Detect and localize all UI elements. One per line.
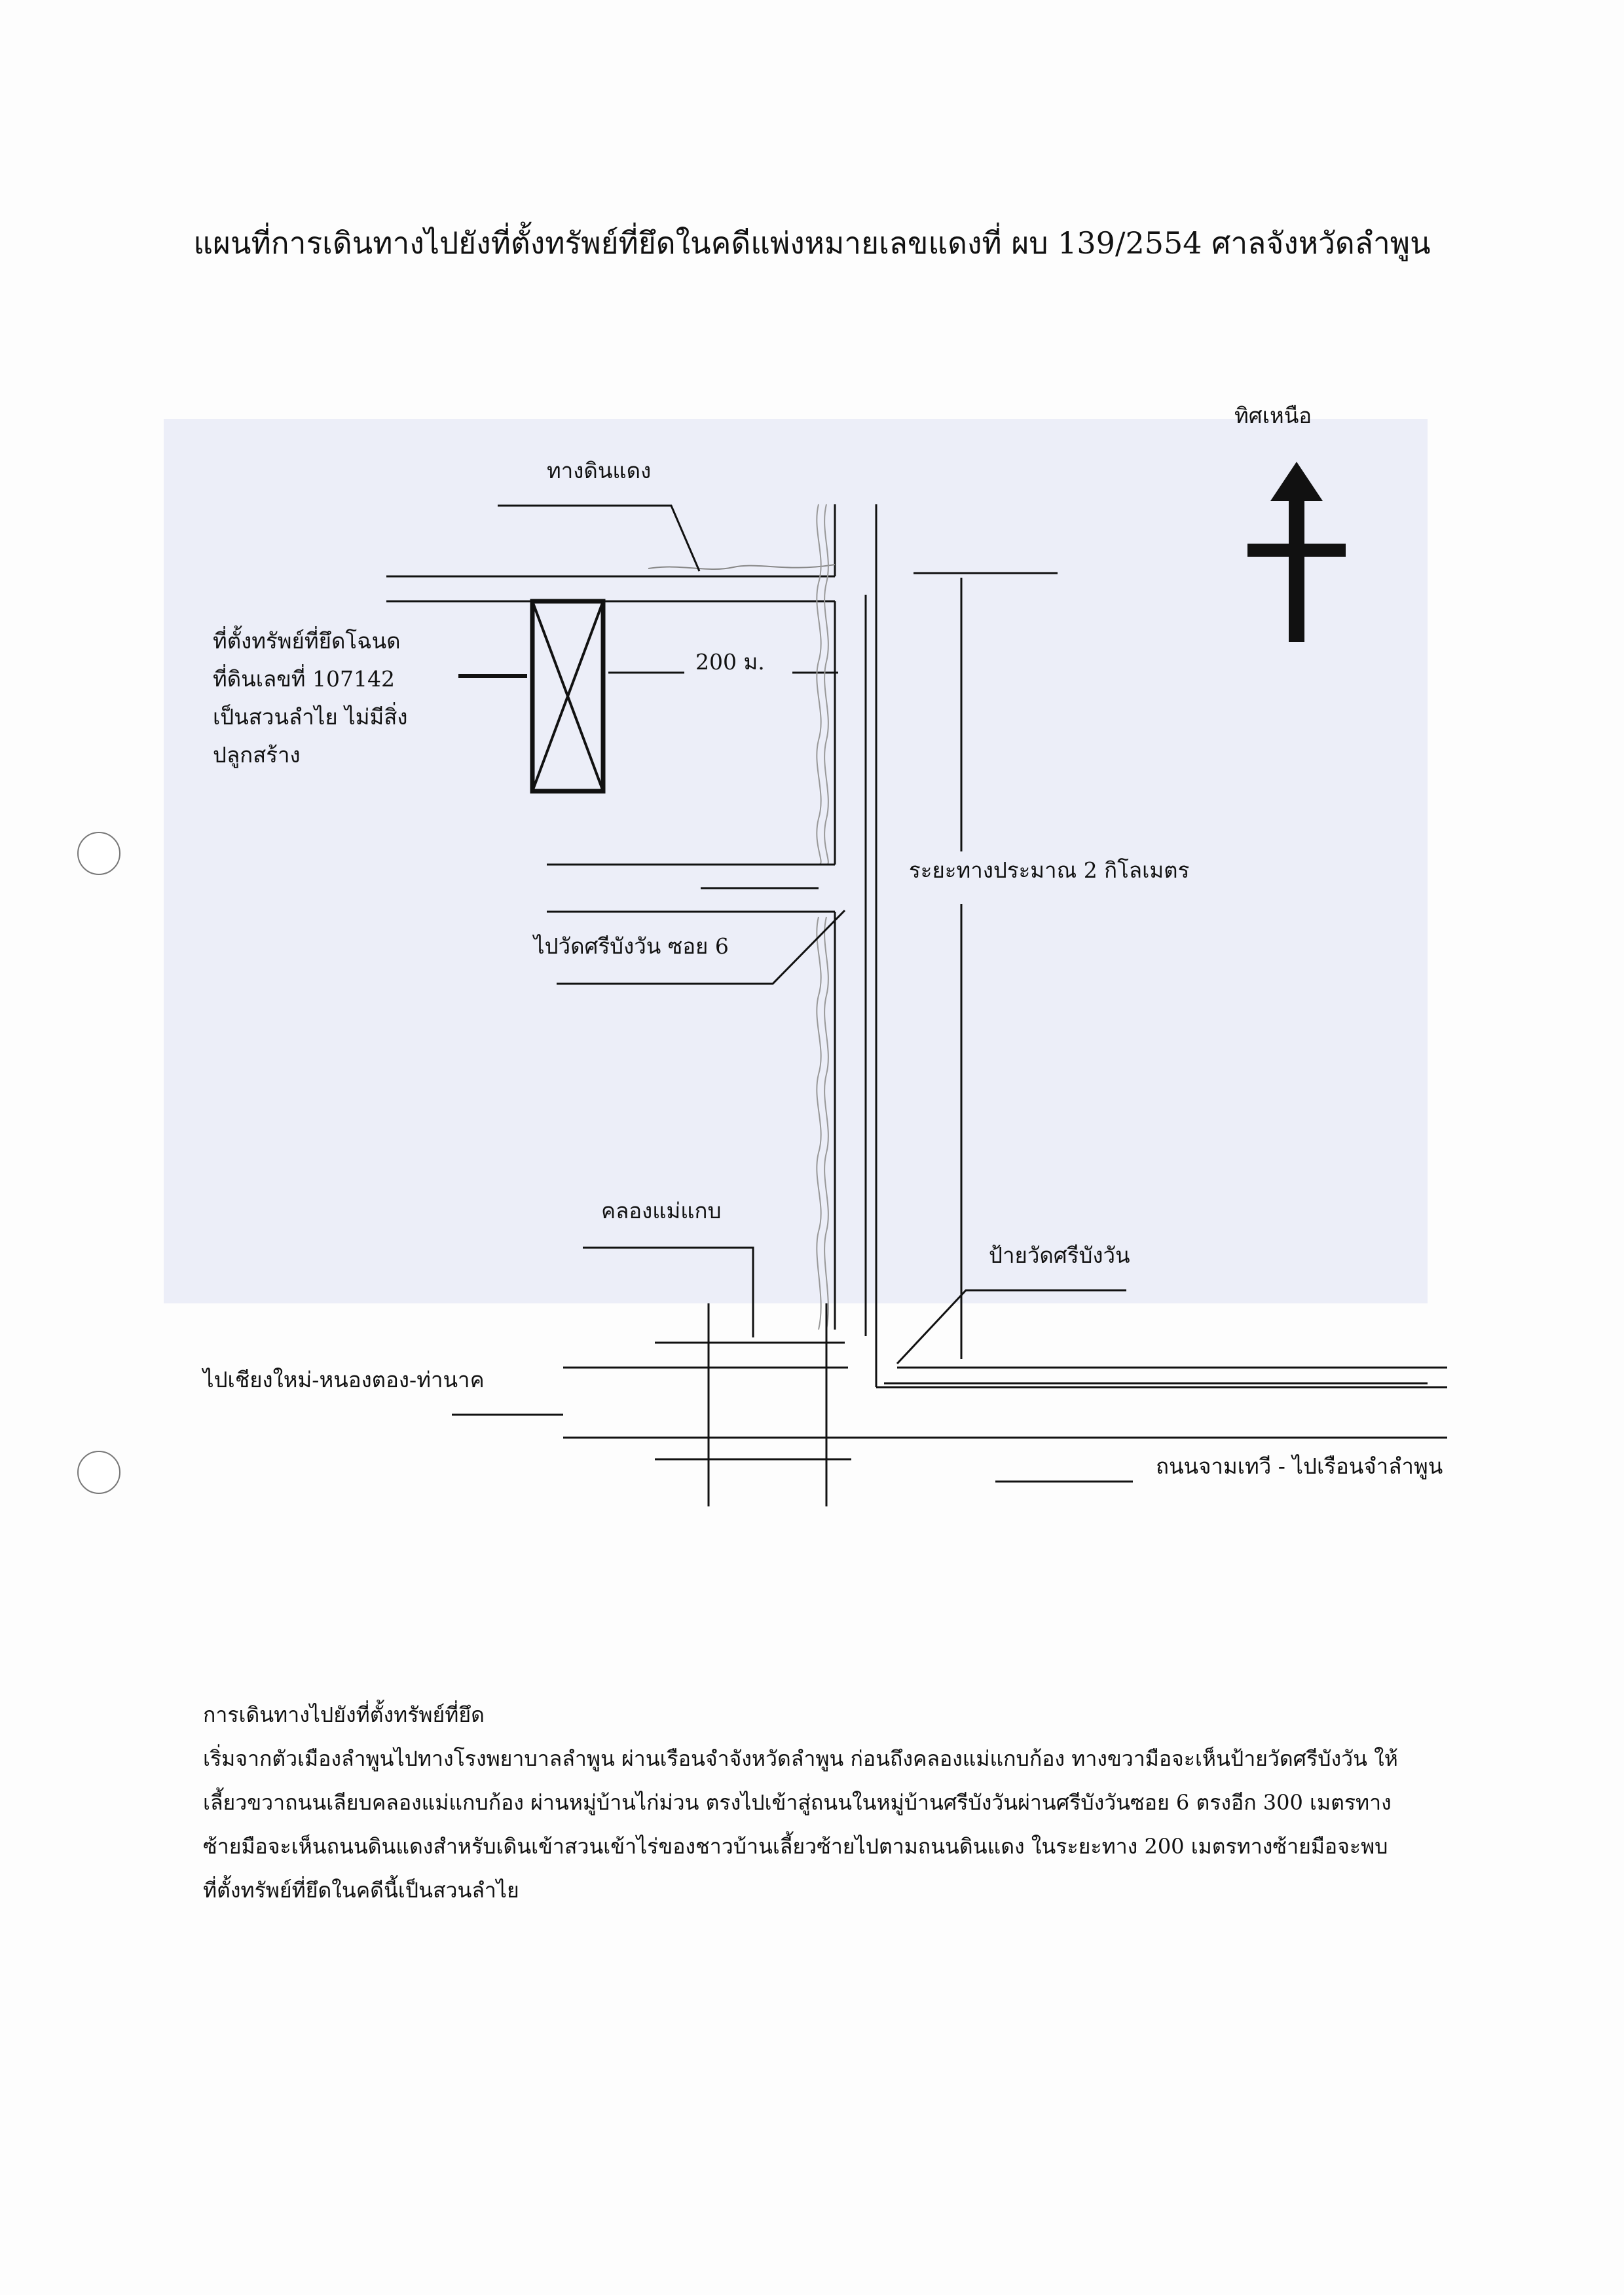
north-arrow-icon xyxy=(1247,462,1346,642)
property-note-line: ที่ตั้งทรัพย์ที่ยึดโฉนด xyxy=(213,628,401,654)
canal-pointer xyxy=(583,1246,754,1337)
distance-2km-marker xyxy=(913,572,1058,1359)
punch-hole xyxy=(77,1451,120,1494)
west-destination-label: ไปเชียงใหม่-หนองตอง-ท่านาค xyxy=(203,1367,485,1392)
distance-2km-label: ระยะทางประมาณ 2 กิโลเมตร xyxy=(909,857,1190,883)
temple-sign-label: ป้ายวัดศรีบังวัน xyxy=(989,1242,1130,1268)
temple-sign-pointer xyxy=(896,1289,1126,1365)
page-title: แผนที่การเดินทางไปยังที่ตั้งทรัพย์ที่ยึด… xyxy=(193,225,1431,261)
property-note: ที่ตั้งทรัพย์ที่ยึดโฉนด ที่ดินเลขที่ 107… xyxy=(213,622,408,774)
canal-label: คลองแม่แกบ xyxy=(601,1198,722,1223)
punch-hole xyxy=(77,832,120,875)
dirt-road-label: ทางดินแดง xyxy=(547,458,652,483)
soi-6-label: ไปวัดศรีบังวัน ซอย 6 xyxy=(534,933,729,959)
property-plot xyxy=(458,599,606,794)
property-note-line: ที่ดินเลขที่ 107142 xyxy=(213,666,396,692)
property-note-line: ปลูกสร้าง xyxy=(213,742,301,768)
soi-6-road xyxy=(547,863,846,1330)
directions-line: เลี้ยวขวาถนนเลียบคลองแม่แกบก้อง ผ่านหมู่… xyxy=(203,1790,1392,1815)
directions-line: ซ้ายมือจะเห็นถนนดินแดงสำหรับเดินเข้าสวนเ… xyxy=(203,1834,1388,1859)
east-destination-label: ถนนจามเทวี - ไปเรือนจำลำพูน xyxy=(1156,1453,1443,1479)
map-background xyxy=(164,419,1428,1303)
directions-line: ที่ตั้งทรัพย์ที่ยึดในคดีนี้เป็นสวนลำไย xyxy=(203,1878,519,1903)
directions-heading: การเดินทางไปยังที่ตั้งทรัพย์ที่ยึด xyxy=(203,1702,485,1727)
main-road xyxy=(452,1303,1447,1506)
main-route xyxy=(864,504,1447,1389)
distance-200-label: 200 ม. xyxy=(695,649,765,675)
canal xyxy=(816,504,829,1330)
dirt-road xyxy=(386,504,836,865)
north-label: ทิศเหนือ xyxy=(1234,403,1312,428)
property-note-line: เป็นสวนลำไย ไม่มีสิ่ง xyxy=(213,704,408,730)
directions-line: เริ่มจากตัวเมืองลำพูนไปทางโรงพยาบาลลำพูน… xyxy=(203,1746,1398,1771)
directions-section: การเดินทางไปยังที่ตั้งทรัพย์ที่ยึด เริ่ม… xyxy=(203,1693,1555,1912)
